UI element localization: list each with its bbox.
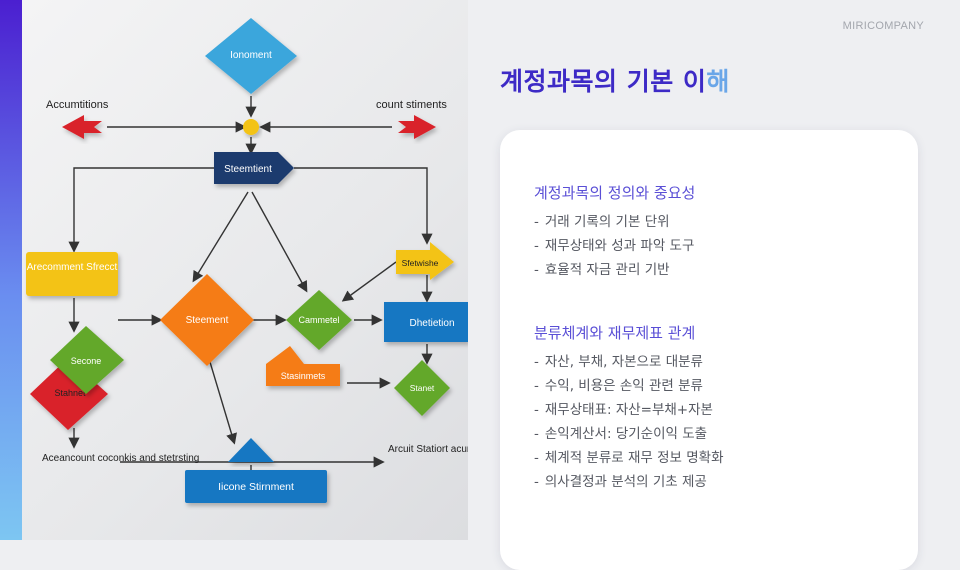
bullet-list-definition: -거래 기록의 기본 단위 -재무상태와 성과 파악 도구 -효율적 자금 관리… — [534, 210, 694, 282]
page-title: 계정과목의 기본 이해 — [500, 62, 730, 98]
list-item: -체계적 분류로 재무 정보 명확화 — [534, 450, 724, 466]
list-item: -손익계산서: 당기순이익 도출 — [534, 426, 708, 442]
list-item: -자산, 부채, 자본으로 대분류 — [534, 354, 703, 370]
bottom-left-label: Aceancount coconkis and stetrsting — [42, 453, 199, 464]
top-diamond-label: Ionoment — [230, 50, 272, 61]
list-item: -수익, 비용은 손익 관련 분류 — [534, 378, 703, 394]
list-item: -거래 기록의 기본 단위 — [534, 214, 670, 230]
svg-text:Aceancount coconkis and stetrs: Aceancount coconkis and stetrsting — [42, 453, 199, 464]
section-title-definition: 계정과목의 정의와 중요성 — [534, 184, 696, 202]
flowchart-illustration: Ionoment Accumtitions count stiments Ste… — [26, 18, 468, 503]
right-small-label: Sfetwishe — [402, 258, 439, 268]
content-card: 계정과목의 정의와 중요성 -거래 기록의 기본 단위 -재무상태와 성과 파악… — [500, 130, 918, 570]
green-left-label: Secone — [71, 356, 102, 366]
left-header-label: Accumtitions — [46, 99, 109, 111]
section-title-classification: 분류체계와 재무제표 관계 — [534, 324, 696, 342]
flowchart-photo: Ionoment Accumtitions count stiments Ste… — [22, 0, 468, 540]
accent-bar — [0, 0, 22, 540]
statement-label: Steemtient — [224, 164, 272, 175]
brand-label: MIRICOMPANY — [842, 20, 924, 32]
red-left-label: Stahnet — [54, 388, 86, 398]
page-title-end: 해 — [706, 67, 730, 96]
left-box-label: Arecomment Sfrecct — [27, 262, 118, 273]
list-item: -재무상태와 성과 파악 도구 — [534, 238, 695, 254]
list-item: -효율적 자금 관리 기반 — [534, 262, 670, 278]
green-right-label: Stanet — [410, 383, 435, 393]
center-diamond-label: Steement — [186, 315, 229, 326]
svg-text:Arcuit Statiort acumnoteia sti: Arcuit Statiort acumnoteia stisrements — [388, 444, 468, 455]
bullet-list-classification: -자산, 부채, 자본으로 대분류 -수익, 비용은 손익 관련 분류 -재무상… — [534, 350, 724, 494]
blue-right-label: Dhetietion — [409, 318, 454, 329]
bottom-box-label: Iicone Stirnment — [218, 481, 294, 493]
list-item: -의사결정과 분석의 기초 제공 — [534, 474, 707, 490]
orange-small-label: Stasinmets — [281, 371, 326, 381]
right-header-label: count stiments — [376, 99, 447, 111]
green-mid-label: Cammetel — [298, 315, 339, 325]
list-item: -재무상태표: 자산=부채+자본 — [534, 402, 713, 418]
bottom-right-label: Arcuit Statiort acumnoteia stisrements — [388, 444, 468, 455]
svg-text:Arecomment Sfrecct: Arecomment Sfrecct — [27, 262, 118, 273]
page-title-main: 계정과목의 기본 이 — [500, 67, 707, 96]
